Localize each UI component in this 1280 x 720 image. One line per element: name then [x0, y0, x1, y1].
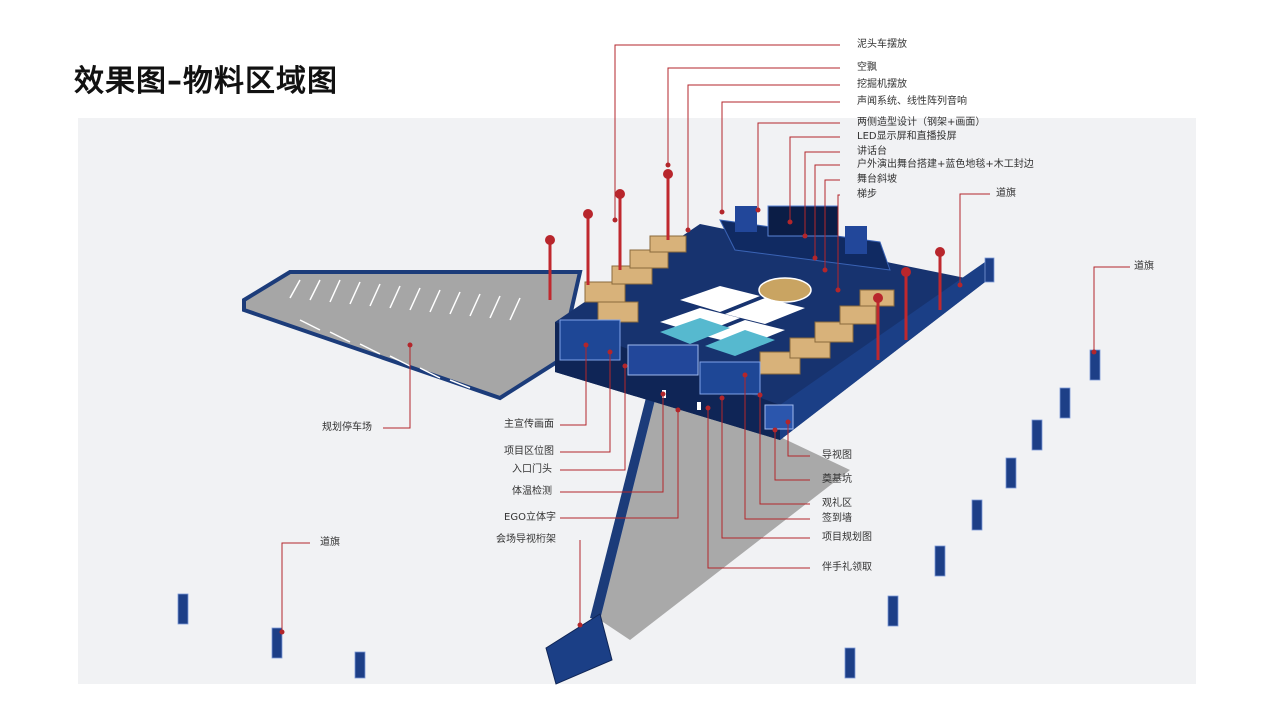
excavator-row-right [759, 289, 895, 375]
leader-lines [281, 44, 1130, 632]
label-road-flag-right-top: 道旗 [996, 188, 1016, 199]
label-excavator: 挖掘机摆放 [857, 79, 907, 90]
label-temp-check: 体温检测 [512, 486, 552, 497]
label-parking: 规划停车场 [322, 422, 372, 433]
label-stage-ramp: 舞台斜坡 [857, 174, 897, 185]
label-location-map: 项目区位图 [504, 446, 554, 457]
entrance-gate [627, 344, 699, 376]
led-screen [767, 205, 839, 237]
label-led-screen: LED显示屏和直播投屏 [857, 131, 957, 142]
page-title: 效果图–物料区域图 [74, 64, 338, 99]
label-side-design: 两侧造型设计（钢架+画面） [857, 117, 986, 128]
walkway-edge [590, 380, 660, 620]
label-mudhead-truck: 泥头车摆放 [857, 39, 907, 50]
label-ego-letters: EGO立体字 [504, 512, 556, 523]
excavator-row-left [584, 235, 687, 323]
label-foundation-pit: 奠基坑 [822, 474, 852, 485]
side-screen-right [845, 226, 867, 254]
leader-dots [279, 162, 1097, 635]
road-flags [177, 257, 1101, 679]
label-main-visual: 主宣传画面 [504, 419, 554, 430]
label-road-flag-left: 道旗 [320, 537, 340, 548]
label-entrance-gate: 入口门头 [512, 464, 552, 475]
label-project-plan: 项目规划图 [822, 532, 872, 543]
side-screen-left [735, 206, 757, 232]
foundation-circle [758, 277, 812, 303]
label-guide-map: 导视图 [822, 450, 852, 461]
label-viewing-area: 观礼区 [822, 498, 852, 509]
air-balloons [545, 169, 945, 360]
label-venue-truss: 会场导视桁架 [496, 534, 556, 545]
label-signin-wall: 签到墙 [822, 513, 852, 524]
signin-wall [699, 361, 761, 395]
label-balloon: 空飘 [857, 62, 877, 73]
label-podium: 讲话台 [857, 146, 887, 157]
label-stairs: 梯步 [857, 189, 877, 200]
label-road-flag-right: 道旗 [1134, 261, 1154, 272]
label-gift-pickup: 伴手礼领取 [822, 562, 872, 573]
label-sound-system: 声闻系统、线性阵列音响 [857, 96, 967, 107]
parking-stalls [289, 279, 521, 389]
platform-right-face [780, 262, 985, 440]
guide-map-board [764, 404, 794, 430]
label-outdoor-stage: 户外演出舞台搭建+蓝色地毯+木工封边 [857, 159, 1034, 170]
seat-blocks [660, 286, 805, 356]
